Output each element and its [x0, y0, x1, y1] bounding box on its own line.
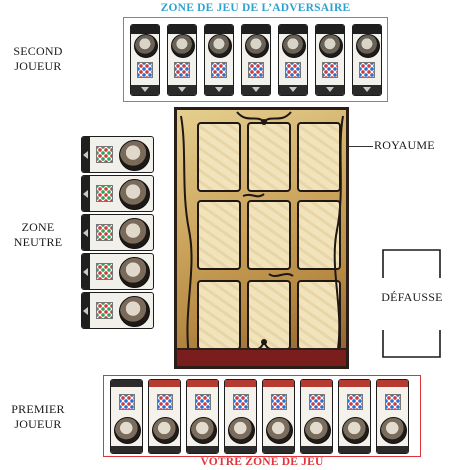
- kingdom-slot: [297, 122, 341, 192]
- kingdom-slot: [297, 280, 341, 350]
- kingdom-slot: [197, 280, 241, 350]
- kingdom-label: ROYAUME: [374, 138, 435, 152]
- your-card: [148, 379, 181, 454]
- kingdom-slot: [247, 280, 291, 350]
- your-card: [262, 379, 295, 454]
- board-bottom-band: [177, 348, 346, 366]
- opponent-zone: [123, 17, 388, 102]
- opponent-card: [278, 24, 308, 96]
- opponent-card: [204, 24, 234, 96]
- opponent-card: [352, 24, 382, 96]
- opponent-card: [315, 24, 345, 96]
- your-zone-title: VOTRE ZONE DE JEU: [200, 456, 324, 468]
- your-card: [376, 379, 409, 454]
- your-zone: [103, 375, 421, 457]
- your-card: [338, 379, 371, 454]
- kingdom-slot: [197, 122, 241, 192]
- neutral-card: [81, 175, 154, 212]
- kingdom-leader-line: [349, 146, 373, 147]
- discard-outline: [382, 249, 441, 358]
- your-card: [224, 379, 257, 454]
- neutral-card: [81, 253, 154, 290]
- discard-label: DÉFAUSSE: [381, 290, 443, 304]
- neutral-card: [81, 214, 154, 251]
- your-card: [186, 379, 219, 454]
- kingdom-slot: [247, 122, 291, 192]
- opponent-zone-title: ZONE DE JEU DE L’ADVERSAIRE: [160, 2, 351, 14]
- your-card: [300, 379, 333, 454]
- kingdom-board: [174, 107, 349, 369]
- your-card: [110, 379, 143, 454]
- kingdom-slot: [197, 200, 241, 270]
- opponent-card: [130, 24, 160, 96]
- neutral-card: [81, 292, 154, 329]
- kingdom-slot: [247, 200, 291, 270]
- neutral-card: [81, 136, 154, 173]
- opponent-card: [167, 24, 197, 96]
- opponent-card: [241, 24, 271, 96]
- kingdom-slot: [297, 200, 341, 270]
